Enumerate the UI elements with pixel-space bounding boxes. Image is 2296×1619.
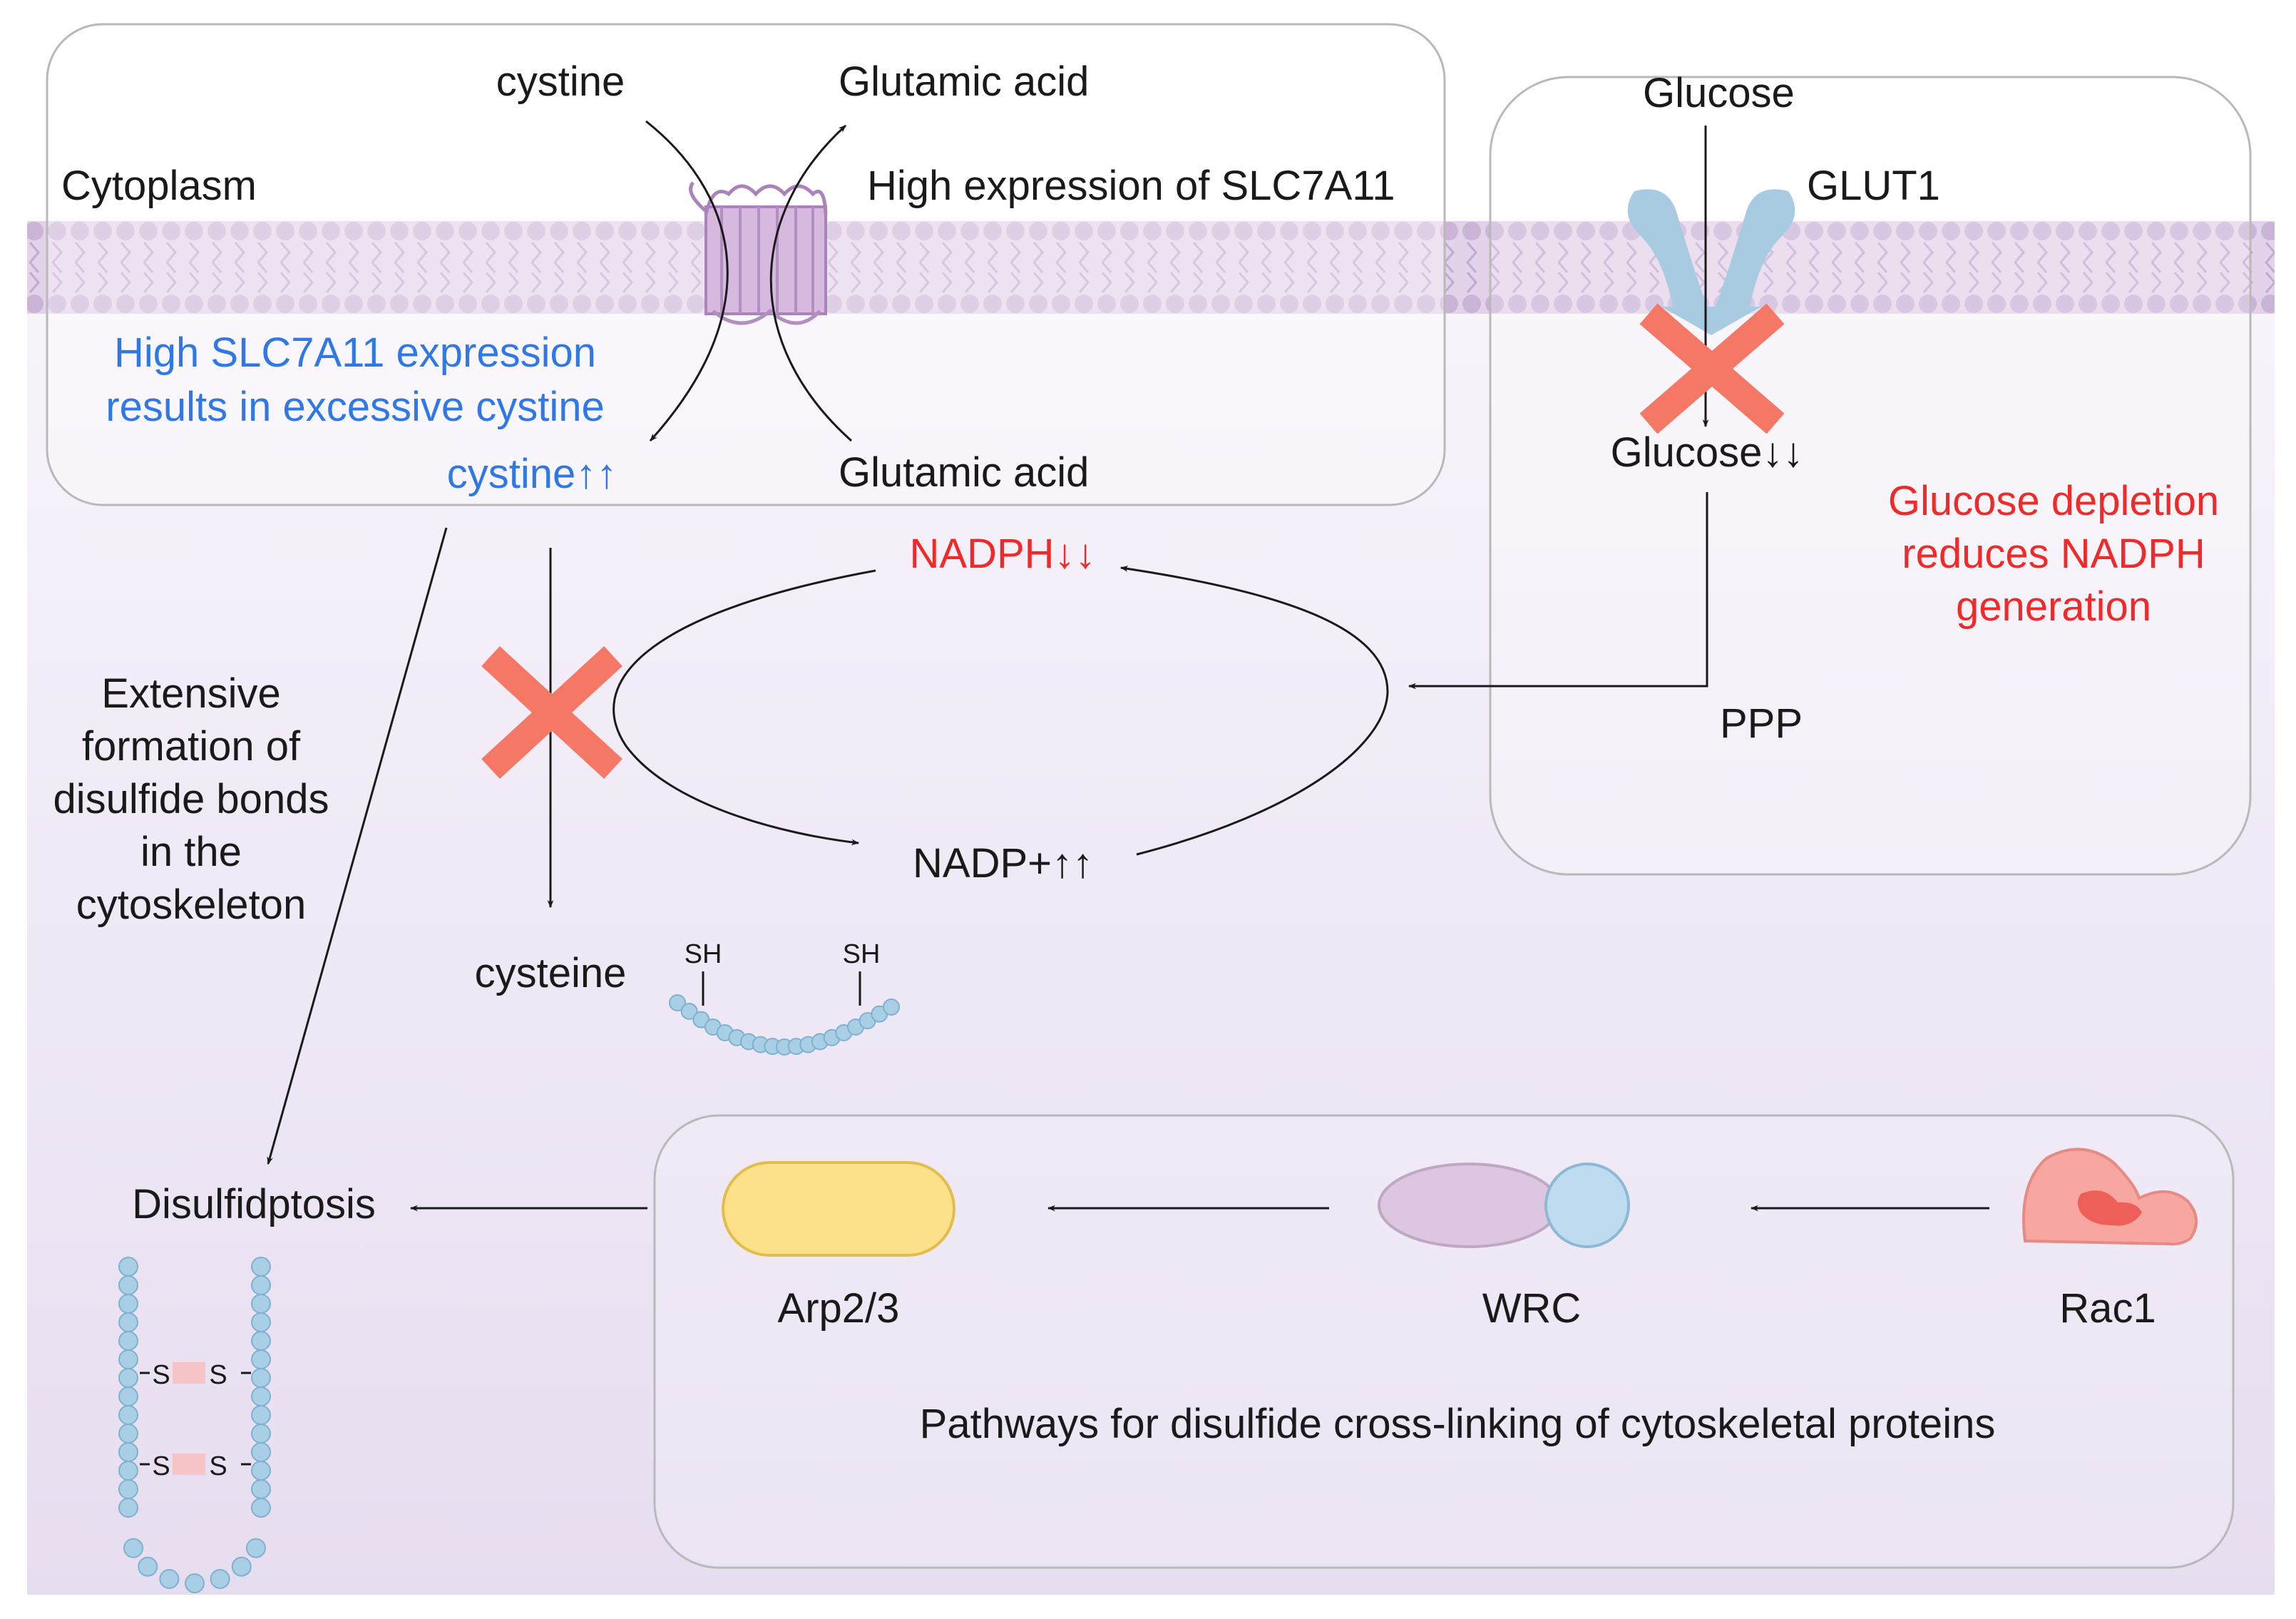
- bead: [185, 1573, 205, 1593]
- glucose-label: Glucose: [1643, 70, 1795, 116]
- nadp-label: NADP+↑↑: [913, 840, 1093, 887]
- bead: [251, 1312, 271, 1332]
- bead: [118, 1275, 138, 1295]
- extensive-line-2: formation of: [82, 723, 301, 770]
- cysteine-chain-icon: [669, 971, 900, 1056]
- cell-membrane: [27, 221, 2275, 314]
- cystine-import-arrow: [645, 120, 729, 442]
- bead: [118, 1331, 138, 1351]
- cystine-label: cystine: [496, 58, 625, 105]
- bead: [251, 1405, 271, 1425]
- bead: [210, 1568, 230, 1589]
- s-label-4: S: [209, 1451, 227, 1481]
- cysteine-label: cysteine: [475, 950, 627, 996]
- bead: [251, 1349, 271, 1369]
- arp23-icon: [722, 1161, 955, 1257]
- bead: [251, 1257, 271, 1277]
- bead: [251, 1498, 271, 1518]
- glucose-down-label: Glucose↓↓: [1611, 429, 1804, 476]
- bead: [123, 1538, 144, 1558]
- nadph-to-nadp-arrow: [613, 569, 876, 846]
- glutamic-acid-bottom-label: Glutamic acid: [839, 449, 1089, 496]
- bead: [118, 1349, 138, 1369]
- bead: [251, 1424, 271, 1444]
- bead: [118, 1442, 138, 1462]
- ppp-label: PPP: [1720, 700, 1803, 747]
- bead: [118, 1386, 138, 1406]
- disulfidptosis-label: Disulfidptosis: [132, 1181, 376, 1227]
- cystine-up-label: cystine↑↑: [447, 451, 617, 497]
- red-x-icon: [481, 646, 622, 779]
- pathways-label: Pathways for disulfide cross-linking of …: [920, 1401, 1996, 1447]
- blue-note-line-2: results in excessive cystine: [106, 384, 604, 430]
- bead: [159, 1568, 180, 1589]
- nadp-to-nadph-arrow: [1119, 566, 1389, 856]
- sh-right-label: SH: [843, 939, 881, 969]
- bead: [245, 1538, 266, 1558]
- s-label-2: S: [209, 1360, 227, 1390]
- nadph-label: NADPH↓↓: [909, 531, 1095, 577]
- bead: [680, 1002, 698, 1020]
- arp23-label: Arp2/3: [778, 1285, 900, 1332]
- glutamic-acid-top-label: Glutamic acid: [839, 58, 1089, 105]
- s-label-3: S: [152, 1451, 170, 1481]
- cytoplasm-label: Cytoplasm: [61, 163, 257, 209]
- bead: [118, 1461, 138, 1481]
- wrc-icon: [1378, 1163, 1630, 1248]
- bead: [251, 1331, 271, 1351]
- extensive-line-4: in the: [140, 829, 242, 875]
- bead: [251, 1442, 271, 1462]
- extensive-line-1: Extensive: [101, 670, 280, 717]
- bead: [118, 1405, 138, 1425]
- bead: [251, 1386, 271, 1406]
- wrc-label: WRC: [1482, 1285, 1582, 1332]
- extensive-line-3: disulfide bonds: [53, 776, 329, 822]
- bead: [118, 1424, 138, 1444]
- red-note-line-2: reduces NADPH: [1902, 531, 2205, 577]
- bead: [669, 994, 686, 1011]
- bead: [118, 1312, 138, 1332]
- bead: [118, 1498, 138, 1518]
- bead: [231, 1556, 252, 1577]
- bead: [138, 1556, 158, 1577]
- blue-note-line-1: High SLC7A11 expression: [114, 330, 596, 376]
- glut1-icon: [1627, 189, 1795, 335]
- bead: [251, 1461, 271, 1481]
- bead: [118, 1368, 138, 1388]
- bead: [118, 1257, 138, 1277]
- rac1-icon: [2022, 1148, 2198, 1246]
- bead: [883, 999, 900, 1016]
- glucose-to-ppp-line: [1408, 492, 1708, 690]
- glutamate-export-arrow: [769, 124, 853, 442]
- red-note-line-3: generation: [1956, 583, 2151, 630]
- extensive-line-5: cytoskeleton: [76, 882, 306, 928]
- bead: [251, 1275, 271, 1295]
- bead: [251, 1368, 271, 1388]
- s-label-1: S: [152, 1360, 170, 1390]
- red-x-icon: [1639, 303, 1785, 434]
- bead: [118, 1479, 138, 1499]
- rac1-label: Rac1: [2059, 1285, 2156, 1332]
- pathway-box: [653, 1114, 2235, 1569]
- bead: [251, 1479, 271, 1499]
- high-expression-label: High expression of SLC7A11: [867, 163, 1395, 209]
- red-note-line-1: Glucose depletion: [1888, 478, 2219, 524]
- bead: [118, 1294, 138, 1314]
- sh-left-label: SH: [685, 939, 722, 969]
- disulfide-chain-icon: [118, 1257, 271, 1593]
- transporter-icon: [689, 181, 828, 325]
- cystine-to-disulfidptosis-arrow: [267, 527, 448, 1165]
- glut1-label: GLUT1: [1807, 163, 1940, 209]
- bead: [251, 1294, 271, 1314]
